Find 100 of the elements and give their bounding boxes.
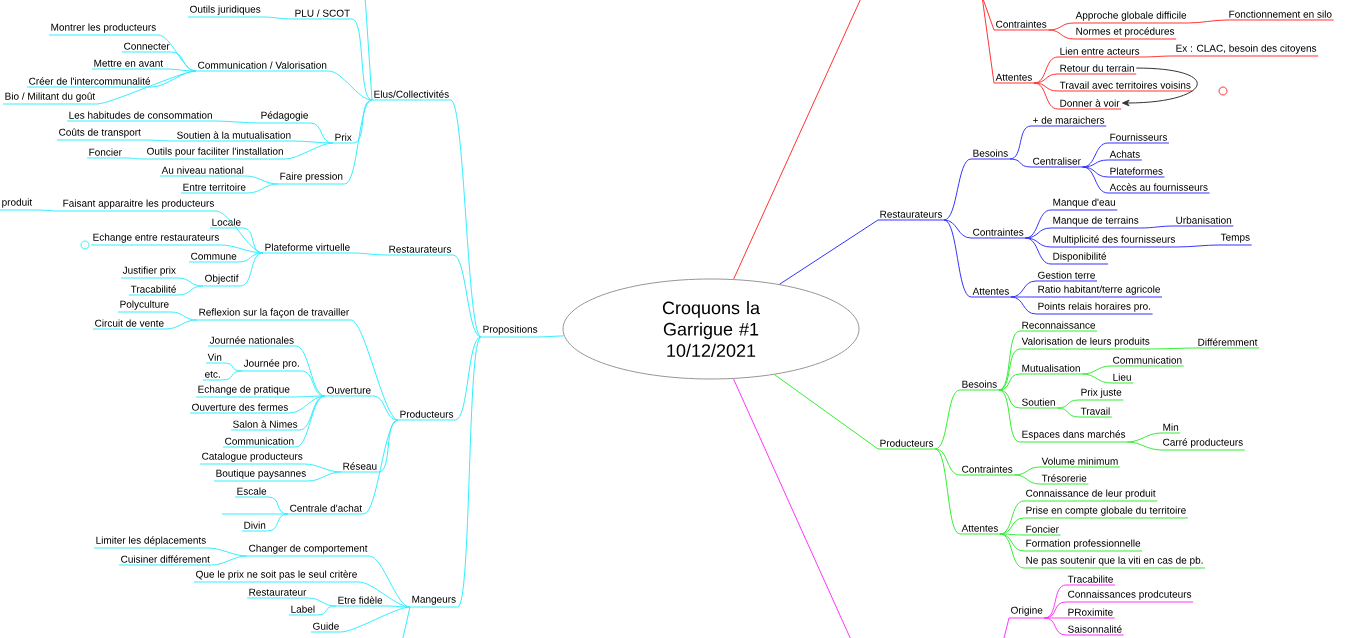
- branch-line: [1043, 617, 1067, 636]
- topic-label: Origine: [1008, 606, 1045, 619]
- branch-line: [1033, 82, 1059, 110]
- branch-line: [999, 533, 1025, 536]
- branch-line: [1081, 373, 1112, 384]
- branch-line: [998, 330, 1021, 391]
- topic-label: Label: [288, 605, 318, 616]
- branch-line: [223, 362, 243, 372]
- topic-label: Entre territoire: [180, 183, 249, 194]
- branch-line: [364, 0, 373, 101]
- branch-line: [1056, 399, 1080, 409]
- topic-label: Commune: [188, 252, 239, 263]
- topic-label: Reflexion sur la façon de travailler: [196, 308, 352, 321]
- branch-line: [307, 597, 337, 607]
- topic-label: Multiplicité des fournisseurs: [1050, 235, 1178, 248]
- branch-line: [96, 70, 197, 105]
- branch-line: [351, 252, 388, 256]
- topic-label: Circuit de vente: [92, 319, 167, 330]
- topic-label: Carré producteurs: [1160, 438, 1246, 451]
- topic-label: Producteurs: [877, 439, 936, 450]
- topic-label: Plateforme virtuelle: [262, 243, 353, 254]
- topic-label: Min: [1160, 423, 1181, 434]
- topic-label: Boutique paysannes: [213, 469, 309, 482]
- branch-line: [363, 419, 399, 515]
- topic-label: Justifier prix: [120, 266, 179, 279]
- topic-label: Reconnaissance: [1019, 321, 1098, 332]
- topic-label: Formation professionnelle: [1023, 539, 1143, 552]
- branch-line: [452, 254, 482, 338]
- topic-label: Fonctionnement en silo: [1226, 10, 1335, 21]
- topic-label: Temps: [1218, 233, 1253, 246]
- branch-line: [123, 157, 146, 160]
- branch-line: [247, 183, 279, 194]
- topic-label: PRoximite: [1065, 608, 1116, 619]
- topic-label: Ouverture: [324, 386, 374, 397]
- topic-label: Accès au fournisseurs: [1107, 183, 1211, 194]
- topic-label: Tracabilité: [128, 285, 179, 296]
- branch-line: [303, 463, 342, 473]
- topic-label: Catalogue producteurs: [199, 452, 305, 465]
- topic-label: Au niveau national: [159, 166, 246, 177]
- topic-label: Connaissances prodcuteurs: [1065, 590, 1194, 603]
- branch-line: [1013, 474, 1041, 485]
- topic-label: Etre fidèle: [335, 596, 385, 607]
- branch-line: [344, 99, 373, 185]
- branch-line: [1024, 227, 1052, 239]
- branch-line: [943, 158, 972, 221]
- topic-label: Créer de l'intercommunalité: [26, 77, 153, 88]
- topic-label: Gestion terre: [1035, 271, 1098, 282]
- branch-line: [1140, 55, 1175, 58]
- branch-line: [733, 0, 863, 280]
- topic-label: Restaurateurs: [877, 210, 945, 221]
- topic-label: produit: [0, 198, 35, 211]
- topic-label: Soutien: [1019, 398, 1058, 409]
- branch-line: [1126, 432, 1162, 443]
- branch-line: [998, 389, 1021, 443]
- topic-label: Centraliser: [1030, 157, 1084, 168]
- topic-label: Ratio habitant/terre agricole: [1035, 285, 1163, 298]
- topic-label: Outils pour faciliter l'installation: [144, 147, 286, 160]
- branch-line: [774, 374, 879, 450]
- topic-label: Mettre en avant: [91, 59, 166, 70]
- branch-line: [383, 605, 411, 608]
- branch-line: [261, 16, 294, 20]
- topic-label: etc.: [202, 371, 223, 381]
- topic-label: Limiter les déplacements: [93, 536, 209, 549]
- topic-label: Bio / Militant du goût: [2, 92, 98, 105]
- topic-label: Coûts de transport: [56, 128, 143, 141]
- branch-line: [1009, 158, 1032, 168]
- branch-line: [538, 335, 565, 338]
- branch-line: [259, 513, 289, 515]
- branch-line: [165, 319, 198, 330]
- branch-line: [170, 311, 198, 321]
- branch-line: [1139, 225, 1175, 229]
- topic-label: Normes et procédures: [1073, 27, 1177, 40]
- branch-line: [266, 513, 289, 532]
- branch-line: [177, 277, 204, 287]
- branch-line: [245, 175, 279, 185]
- branch-line: [998, 389, 1021, 409]
- topic-label: Manque de terrains: [1050, 216, 1141, 229]
- topic-label: Travail avec territoires voisins: [1057, 81, 1194, 92]
- topic-label: Besoins: [970, 149, 1011, 160]
- branch-line: [1187, 19, 1228, 24]
- topic-label: Disponibilité: [1050, 252, 1109, 265]
- topic-label: Prix juste: [1078, 388, 1124, 401]
- topic-label: Réseau: [340, 462, 380, 473]
- branch-line: [1150, 347, 1197, 350]
- branch-line: [401, 606, 411, 638]
- topic-label: Différemment: [1195, 338, 1260, 349]
- topic-label: Communication: [1110, 356, 1185, 367]
- topic-label: Besoins: [959, 380, 1000, 391]
- branch-line: [211, 555, 248, 566]
- topic-label: Changer de comportement: [246, 544, 370, 557]
- topic-label: Que le prix ne soit pas le seul critère: [193, 570, 360, 583]
- branch-line: [457, 336, 482, 608]
- topic-label: Prix: [332, 133, 354, 144]
- branch-line: [142, 139, 176, 142]
- topic-label: Attentes: [959, 524, 1001, 535]
- topic-label: Foncier: [1023, 525, 1062, 536]
- topic-label: Volume minimum: [1039, 457, 1121, 468]
- topic-label: Communication: [222, 437, 297, 448]
- branch-line: [340, 606, 411, 633]
- topic-label: Les habitudes de consommation: [66, 111, 215, 122]
